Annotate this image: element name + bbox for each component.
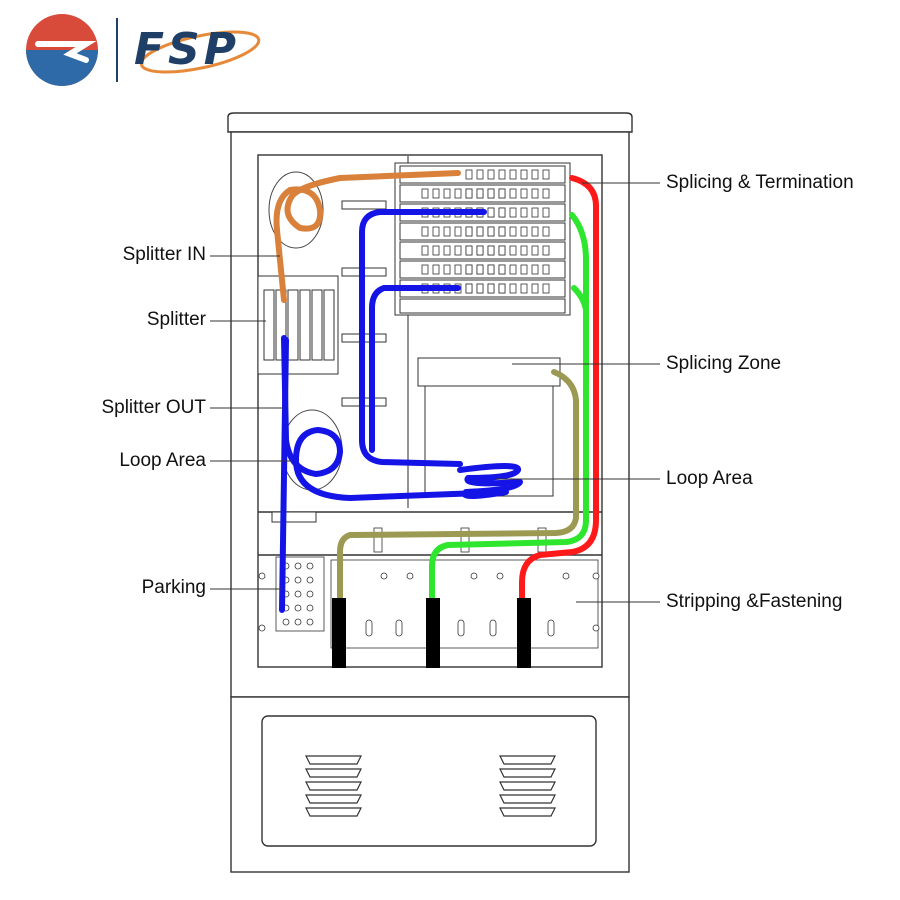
fastening-bar <box>258 527 600 649</box>
fiber-blue-mid <box>369 285 461 453</box>
vent-left <box>305 755 362 817</box>
brand-logo-text: FSP <box>134 24 240 75</box>
fiber-red <box>519 175 599 603</box>
cable-stubs <box>332 598 531 668</box>
vent-right <box>499 755 556 817</box>
label-splitter-out: Splitter OUT <box>101 397 206 418</box>
label-splicing-termination: Splicing & Termination <box>666 172 854 193</box>
brand-logo <box>26 14 261 86</box>
label-splitter: Splitter <box>146 309 206 330</box>
label-loop-area-left: Loop Area <box>119 450 206 471</box>
fiber-orange <box>273 170 461 303</box>
label-splitter-in: Splitter IN <box>122 244 206 265</box>
fibers <box>273 170 599 613</box>
fiber-green-short <box>571 285 589 313</box>
fiber-blue-coil <box>281 335 523 501</box>
label-loop-area-right: Loop Area <box>666 468 753 489</box>
fiber-blue-down <box>279 337 289 613</box>
fiber-green <box>429 212 589 603</box>
label-stripping-fastening: Stripping &Fastening <box>666 591 843 612</box>
label-splicing-zone: Splicing Zone <box>666 353 782 374</box>
splitter-module <box>257 275 339 375</box>
leader-lines <box>210 182 660 603</box>
fiber-blue-top <box>359 209 487 467</box>
fiber-olive <box>337 369 579 603</box>
label-parking: Parking <box>141 577 206 598</box>
adapter-ports <box>421 169 550 294</box>
